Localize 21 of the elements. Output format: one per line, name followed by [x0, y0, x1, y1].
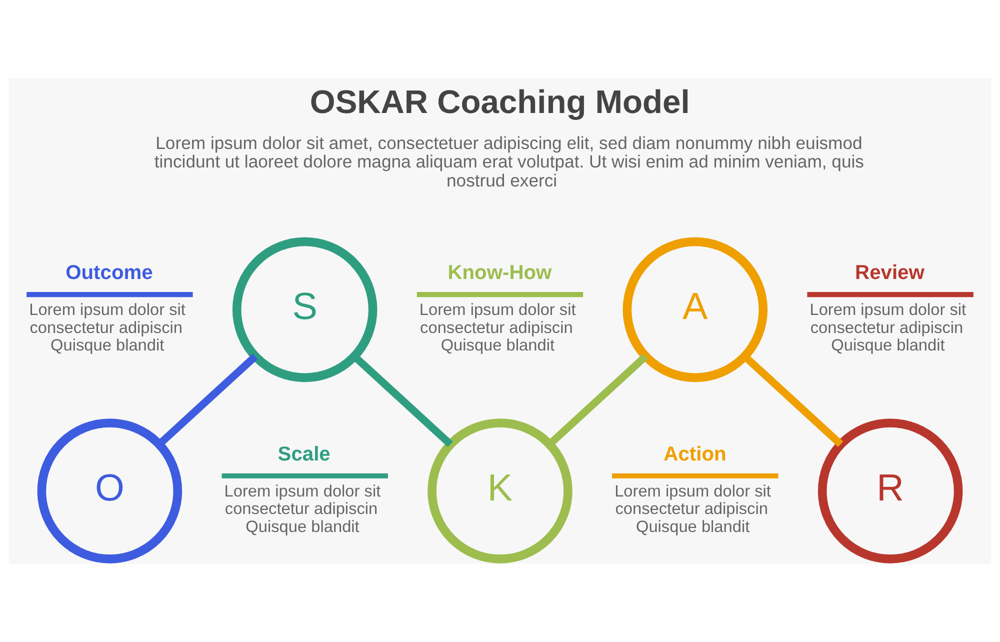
connector [547, 354, 648, 447]
node-label: Review [855, 262, 924, 284]
node-label: Lorem ipsum dolor sit consectetur adipiscin Quisque blandit [224, 482, 381, 536]
node-label: Scale [278, 444, 330, 466]
node-circle: A [622, 237, 768, 382]
node-label: Know-How [448, 262, 552, 284]
node-label: Lorem ipsum dolor sit consectetur adipiscin Quisque blandit [29, 301, 186, 354]
node-label: Lorem ipsum dolor sit consectetur adipiscin Quisque blandit [614, 482, 771, 536]
node-label: Lorem ipsum dolor sit consectetur adipiscin Quisque blandit [419, 301, 576, 354]
node-label: Lorem ipsum dolor sit consectetur adipiscin Quisque blandit [810, 301, 966, 354]
node-circle: R [818, 418, 963, 564]
node-circle: K [428, 418, 572, 564]
connector [742, 354, 844, 447]
node-circle: O [37, 418, 182, 564]
node-label: Action [664, 444, 726, 466]
node-label: Outcome [66, 262, 153, 284]
connector [352, 354, 453, 447]
connector [156, 354, 258, 447]
diagram-title: OSKAR Coaching Model [310, 83, 690, 120]
label: Lorem ipsum dolor sit amet, consectetuer adipiscing elit, sed diam nonummy nibh euismod tincidunt ut laoreet dolore magna aliquam erat volutpat. Ut wisi enim ad minim veniam, quis nostrud exerci [154, 132, 864, 191]
node-circle: S [232, 237, 378, 382]
